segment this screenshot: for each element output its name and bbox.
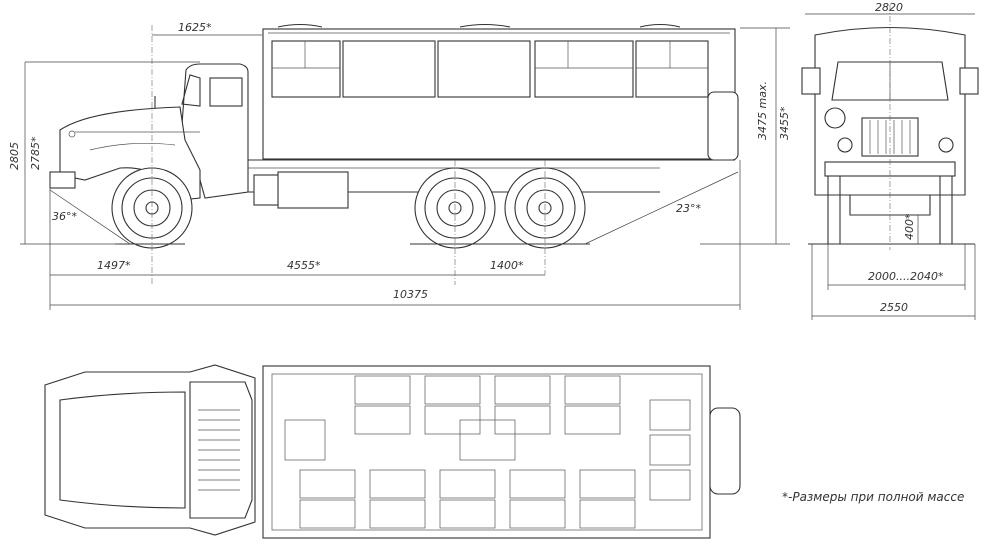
front-bumper bbox=[49, 171, 76, 189]
dim-height-loaded: 3455* bbox=[778, 106, 791, 140]
dim-overall-width-top: 2820 bbox=[875, 1, 903, 14]
front-view: 2820 400* 2000....2040* 2550 bbox=[801, 1, 979, 320]
headlight-left bbox=[837, 137, 853, 153]
spare-wheel bbox=[707, 91, 739, 161]
dim-cab-to-body: 1625* bbox=[178, 21, 212, 34]
dim-approach-angle: 36°* bbox=[52, 210, 77, 223]
spare-wheel-top bbox=[709, 407, 741, 495]
fuel-tank bbox=[277, 171, 349, 209]
dim-ground-clearance: 400* bbox=[903, 213, 916, 240]
dim-front-overhang: 1497* bbox=[97, 259, 131, 272]
dim-height-max: 3475 max. bbox=[756, 81, 769, 140]
roof-hatch-icon bbox=[277, 23, 323, 28]
hood-top bbox=[59, 391, 186, 509]
side-view: 1625* 2805 2785* 36°* 23°* 1497* 4555* 1… bbox=[8, 21, 791, 310]
body-top bbox=[262, 365, 711, 539]
dim-height-cab-loaded: 2785* bbox=[29, 136, 42, 170]
dim-track: 2000....2040* bbox=[868, 270, 944, 283]
headlight-right bbox=[938, 137, 954, 153]
dim-wheelbase: 4555* bbox=[287, 259, 321, 272]
dim-overall-length: 10375 bbox=[393, 288, 428, 301]
passenger-body bbox=[262, 23, 739, 161]
dim-rear-axle-spacing: 1400* bbox=[490, 259, 524, 272]
seats bbox=[284, 375, 691, 529]
dim-overall-width: 2550 bbox=[880, 301, 908, 314]
footnote: *-Размеры при полной массе bbox=[782, 490, 964, 504]
dim-height-cab: 2805 bbox=[8, 142, 21, 170]
dim-departure-angle: 23°* bbox=[676, 202, 701, 215]
top-view bbox=[44, 364, 741, 539]
